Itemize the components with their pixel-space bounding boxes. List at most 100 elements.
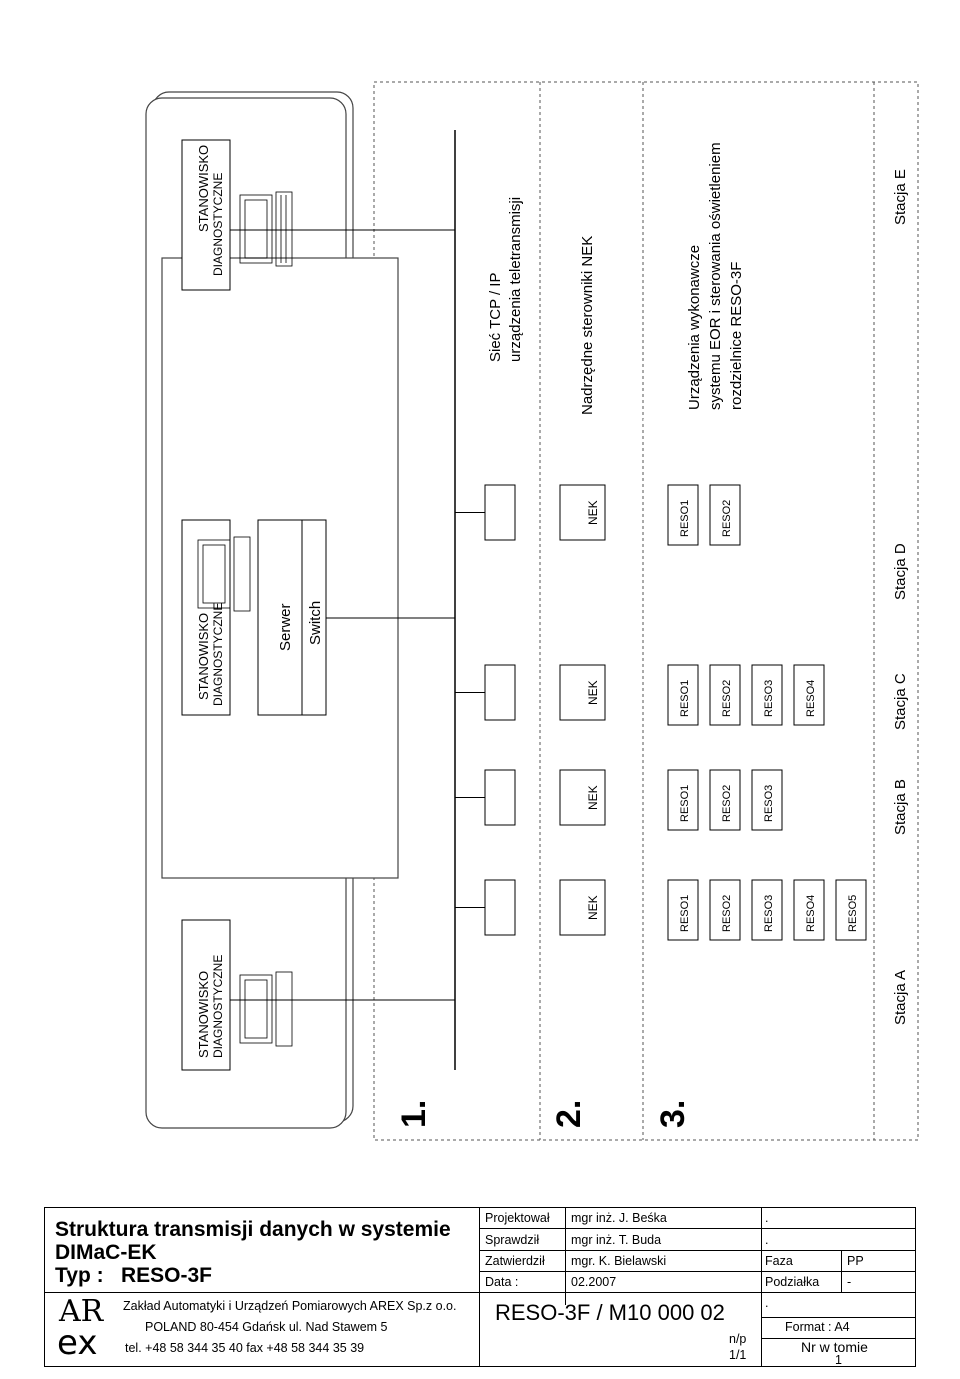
phase-value: PP	[847, 1254, 864, 1268]
reso-label: RESO5	[847, 895, 859, 932]
devices-label-line2: systemu EOR i sterowania oświetleniem	[707, 142, 724, 410]
reso-label: RESO4	[805, 895, 817, 932]
designed-by: mgr inż. J. Beśka	[571, 1211, 667, 1225]
reso-label: RESO3	[763, 785, 775, 822]
volume-label: Nr w tomie	[801, 1339, 868, 1355]
reso-box	[793, 664, 825, 726]
reso-label: RESO2	[721, 680, 733, 717]
switch-box	[301, 519, 327, 716]
router-box	[484, 879, 516, 936]
nek-label: NEK	[586, 785, 600, 810]
devices-label-line1: Urządzenia wykonawcze	[686, 245, 703, 410]
level-3-number: 3.	[654, 1100, 692, 1128]
nek-description: Nadrzędne sterowniki NEK	[579, 236, 596, 415]
workstation-d-label2: DIAGNOSTYCZNE	[211, 603, 225, 706]
reso-box	[793, 879, 825, 941]
reso-box	[835, 879, 867, 941]
nek-label: NEK	[586, 680, 600, 705]
format-label: Format : A4	[785, 1320, 850, 1334]
title-block: Struktura transmisji danych w systemie D…	[44, 1207, 916, 1367]
reso-label: RESO4	[805, 680, 817, 717]
company-line3: tel. +48 58 344 35 40 fax +48 58 344 35 …	[125, 1341, 365, 1355]
server-label: Serwer	[277, 603, 294, 651]
reso-box	[709, 769, 741, 831]
nek-box	[559, 664, 606, 721]
logo-top: AR	[59, 1294, 104, 1329]
document-number: RESO-3F / M10 000 02	[495, 1300, 725, 1325]
station-name: Stacja B	[892, 779, 909, 835]
nek-box	[559, 879, 606, 936]
network-label-line1: Sieć TCP / IP	[487, 273, 504, 362]
station-4: Stacja D NEK RESO1 RESO2	[455, 484, 909, 600]
reso-label: RESO1	[679, 895, 691, 932]
workstation-links	[230, 229, 455, 1001]
type-label: Typ :	[55, 1264, 104, 1287]
network-label-line2: urządzenia teletransmisji	[507, 197, 524, 362]
station-name: Stacja C	[892, 673, 909, 730]
workstation-a: STANOWISKO DIAGNOSTYCZNE	[181, 919, 293, 1071]
station-name: Stacja E	[892, 169, 909, 225]
reso-box	[667, 879, 699, 941]
workstation-d-label1: STANOWISKO	[196, 613, 211, 700]
volume-value: 1	[835, 1353, 842, 1367]
reso-label: RESO3	[763, 680, 775, 717]
checked-by: mgr inż. T. Buda	[571, 1233, 662, 1247]
date-label: Data :	[485, 1275, 519, 1289]
computer-icon	[239, 191, 293, 267]
reso-box	[709, 484, 741, 546]
switch-label: Switch	[307, 601, 324, 645]
np-value: 1/1	[729, 1348, 747, 1362]
station-name: Stacja D	[892, 543, 909, 600]
approved-by: mgr. K. Bielawski	[571, 1254, 667, 1268]
station-name: Stacja A	[892, 970, 909, 1025]
reso-label: RESO2	[721, 785, 733, 822]
reso-box	[709, 664, 741, 726]
reso-box	[667, 484, 699, 546]
phase-label: Faza	[765, 1254, 793, 1268]
router-box	[484, 769, 516, 826]
workstation-e-box	[181, 139, 231, 291]
workstation-a-box	[181, 919, 231, 1071]
router-box	[484, 664, 516, 721]
router-box	[484, 484, 516, 541]
reso-label: RESO1	[679, 500, 691, 537]
workstation-e-label2: DIAGNOSTYCZNE	[211, 173, 225, 276]
dot-1: .	[765, 1211, 769, 1225]
logo-bottom: ex	[57, 1323, 98, 1363]
nek-label: NEK	[586, 500, 600, 525]
level-2-number: 2.	[550, 1100, 588, 1128]
reso-box	[751, 879, 783, 941]
scale-value: -	[847, 1275, 852, 1289]
reso-box	[709, 879, 741, 941]
np-label: n/p	[729, 1332, 747, 1346]
scale-label: Podziałka	[765, 1275, 820, 1289]
approved-label: Zatwierdził	[485, 1254, 545, 1268]
reso-label: RESO2	[721, 500, 733, 537]
reso-label: RESO2	[721, 895, 733, 932]
title-line2: DIMaC-EK	[55, 1241, 157, 1264]
devices-label-line3: rozdzielnice RESO-3F	[728, 262, 745, 410]
reso-box	[751, 769, 783, 831]
frame-level-1	[373, 81, 919, 1141]
workstation-a-label1: STANOWISKO	[196, 971, 211, 1058]
workstation-e: STANOWISKO DIAGNOSTYCZNE	[181, 139, 293, 291]
company-line2: POLAND 80-454 Gdańsk ul. Nad Stawem 5	[145, 1320, 388, 1334]
checked-label: Sprawdził	[485, 1233, 540, 1247]
computer-icon	[197, 536, 251, 612]
computer-icon	[239, 971, 293, 1047]
nek-box	[559, 769, 606, 826]
nek-label: NEK	[586, 895, 600, 920]
type-value: RESO-3F	[121, 1264, 213, 1287]
dot-3: .	[765, 1296, 769, 1310]
workstation-d-box	[181, 519, 231, 716]
level-frames	[373, 81, 919, 1141]
workstation-a-label2: DIAGNOSTYCZNE	[211, 955, 225, 1058]
company-line1: Zakład Automatyki i Urządzeń Pomiarowych…	[123, 1299, 457, 1313]
reso-box	[667, 664, 699, 726]
designed-label: Projektował	[485, 1211, 550, 1225]
station-5: Stacja E	[892, 169, 909, 225]
